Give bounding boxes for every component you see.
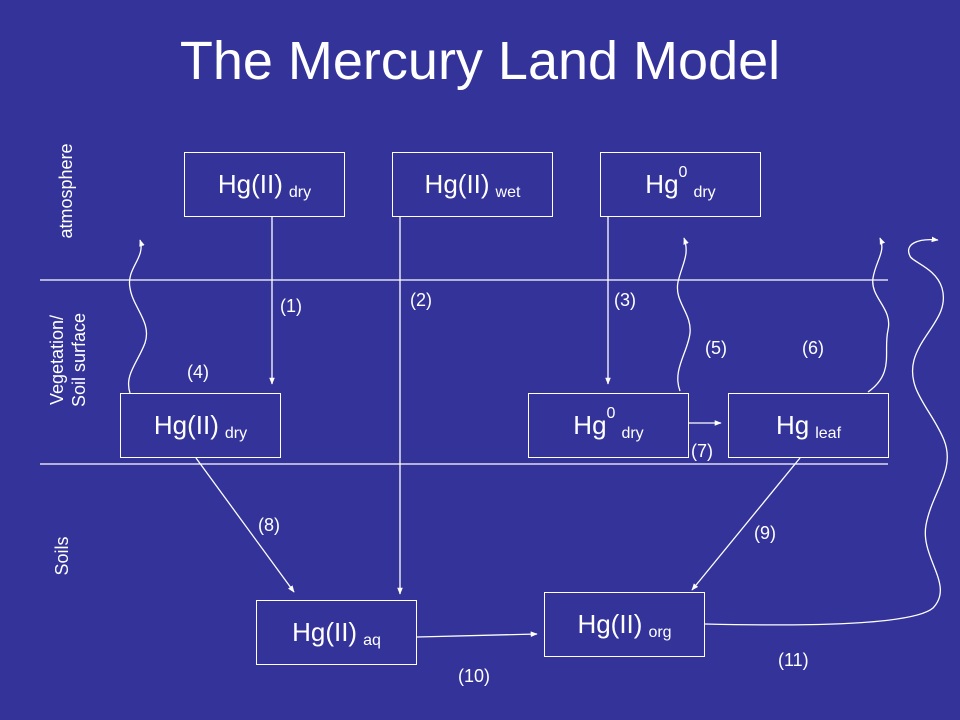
arrow-11 — [704, 236, 948, 626]
process-label-9: (9) — [754, 523, 776, 543]
box-sub: leaf — [815, 424, 842, 442]
process-label-8: (8) — [258, 515, 280, 535]
arrow-9 — [691, 457, 801, 591]
box-sup: 0 — [606, 404, 616, 422]
box-main: Hg — [645, 169, 679, 199]
arrow-8 — [195, 457, 295, 593]
box-sub: dry — [621, 424, 644, 442]
box-soil-hgii-org: Hg(II) org — [544, 592, 705, 657]
process-label-4: (4) — [187, 362, 209, 382]
arrow-5 — [676, 237, 691, 392]
process-label-11: (11) — [778, 650, 809, 670]
box-sub: wet — [495, 183, 521, 201]
arrow-10 — [416, 631, 538, 638]
box-sub: org — [648, 623, 672, 641]
box-main: Hg(II) — [292, 617, 358, 647]
box-atm-hgii-wet: Hg(II) wet — [392, 152, 553, 217]
box-sup: 0 — [678, 163, 688, 181]
layer-label-atmosphere-text: atmosphere — [56, 143, 76, 239]
process-label-10: (10) — [458, 666, 491, 686]
box-main: Hg — [573, 410, 607, 440]
box-sub: dry — [288, 183, 312, 201]
box-sub: dry — [224, 424, 248, 442]
layer-label-soils: Soils — [51, 536, 73, 575]
box-main: Hg(II) — [153, 410, 219, 440]
layer-label-soils-text: Soils — [52, 536, 72, 576]
arrow-6 — [867, 237, 890, 393]
box-main: Hg(II) — [217, 169, 283, 199]
box-sub: aq — [363, 631, 381, 649]
box-main: Hg(II) — [424, 169, 490, 199]
box-main: Hg(II) — [577, 609, 643, 639]
process-label-1: (1) — [280, 296, 302, 316]
box-soil-hgii-aq: Hg(II) aq — [256, 600, 417, 665]
layer-label-vegetation-line1: Vegetation/ — [47, 314, 67, 406]
box-veg-hgii-dry: Hg(II) dry — [120, 393, 281, 458]
process-label-6: (6) — [802, 338, 824, 358]
box-atm-hgii-dry: Hg(II) dry — [184, 152, 345, 217]
arrow-4 — [127, 239, 148, 394]
process-label-2: (2) — [410, 290, 432, 310]
layer-label-vegetation: Vegetation/ Soil surface — [46, 313, 90, 407]
process-label-5: (5) — [705, 338, 727, 358]
layer-label-vegetation-line2: Soil surface — [69, 312, 89, 408]
process-label-7: (7) — [691, 441, 713, 461]
slide-title: The Mercury Land Model — [179, 31, 781, 91]
process-label-3: (3) — [614, 290, 636, 310]
box-sub: dry — [693, 183, 716, 201]
layer-label-atmosphere: atmosphere — [55, 143, 77, 238]
box-main: Hg — [775, 410, 810, 440]
